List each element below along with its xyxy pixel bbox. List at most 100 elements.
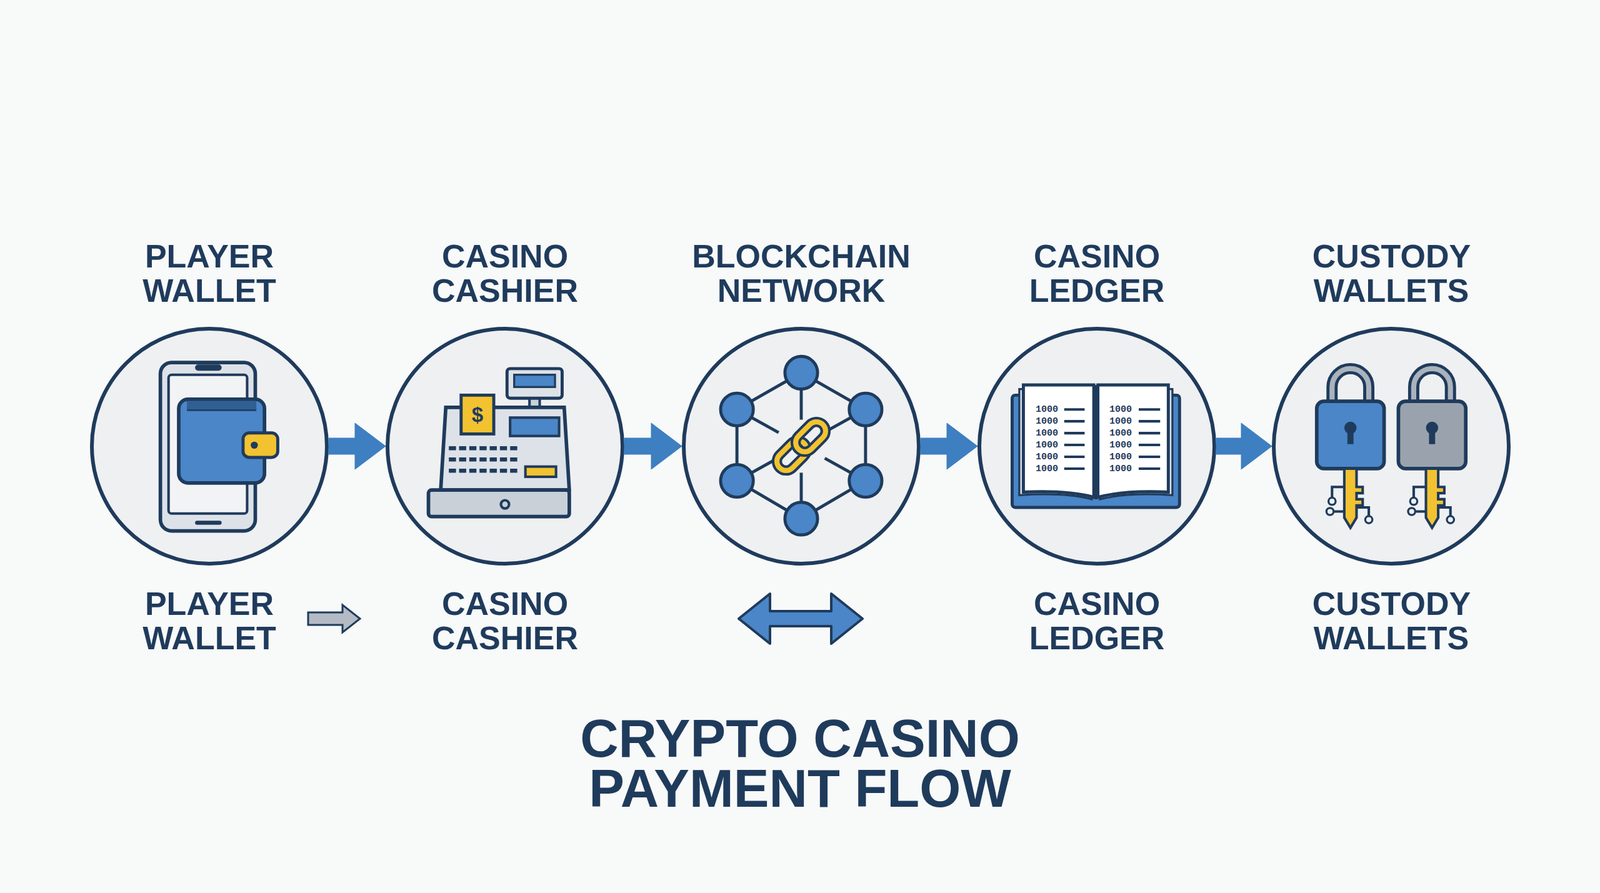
display-screen	[514, 375, 555, 388]
ledger-number: 1000	[1109, 440, 1132, 450]
network-dot	[720, 393, 754, 426]
node-heading: CASINO LEDGER	[1029, 239, 1165, 309]
lock-body	[1316, 401, 1385, 469]
network-links	[736, 372, 866, 519]
wallet-body	[178, 399, 265, 484]
ledger-number: 1000	[1109, 416, 1132, 427]
register-screen	[510, 417, 559, 436]
clasp-button	[250, 441, 258, 449]
flow-circle: CASINO LEDGER	[977, 326, 1217, 566]
flow-arrow	[1216, 423, 1272, 470]
stage-caption: PLAYER WALLET	[142, 586, 277, 656]
ledger-book-icon	[1011, 385, 1180, 508]
page-stack	[1019, 389, 1092, 500]
ledger-number: 1000	[1035, 428, 1059, 439]
diagram-title: CRYPTO CASINO PAYMENT FLOW	[518, 713, 1082, 814]
ledger-number: 1000	[1035, 440, 1059, 450]
right-page	[1098, 385, 1169, 498]
circle-outline	[1271, 326, 1511, 566]
circle-shape	[1273, 328, 1509, 564]
left-page	[1023, 385, 1094, 498]
network-dot	[785, 356, 818, 389]
book-cover	[1011, 395, 1180, 508]
circle-outline	[977, 326, 1217, 566]
stage-caption: CUSTODY WALLETS	[1312, 586, 1470, 656]
cash-drawer	[428, 490, 570, 517]
circle-shape	[387, 328, 623, 564]
ledger-number: 1000	[1109, 464, 1132, 474]
card-slot	[525, 466, 557, 477]
chain-link	[773, 418, 830, 475]
phone-notch	[195, 364, 222, 371]
key	[1426, 468, 1445, 529]
shackle	[1331, 368, 1369, 404]
wallet-band	[186, 401, 257, 410]
ledger-number: 1000	[1109, 452, 1132, 462]
ledger-number: 1000	[1035, 416, 1059, 427]
book-spine	[1094, 385, 1098, 500]
gray-arrow-symbol	[308, 605, 360, 633]
shackle	[1413, 368, 1451, 404]
register-display	[506, 368, 562, 399]
network-dot	[849, 464, 882, 497]
ledger-number: 1000	[1035, 405, 1059, 415]
phone-screen	[168, 375, 248, 514]
flow-arrow	[328, 423, 386, 470]
page-stack	[1100, 389, 1173, 500]
circuit-node	[1326, 508, 1334, 515]
keyhole	[1426, 421, 1439, 435]
circuit-node	[1328, 497, 1336, 505]
circuit-node	[1446, 516, 1454, 524]
keyhole	[1347, 430, 1354, 445]
flow-arrow	[920, 423, 978, 470]
key	[1344, 468, 1363, 529]
lock-body	[1398, 401, 1466, 469]
circuit-node	[1410, 497, 1417, 505]
ledger-number: 1000	[1109, 428, 1132, 439]
link-fill	[791, 418, 830, 456]
shackle-outline	[1331, 368, 1369, 404]
ledger-number: 1000	[1109, 405, 1132, 415]
flow-circle: CUSTODY WALLETS	[1271, 326, 1511, 566]
phone-home-bar	[196, 520, 220, 525]
phone-body	[160, 362, 256, 531]
link-outline	[773, 436, 811, 475]
register-body	[440, 407, 570, 490]
flow-circle: CASINO CASHIER	[385, 326, 625, 566]
link-fill	[773, 436, 811, 475]
circle-shape	[91, 328, 327, 564]
node-heading: CASINO CASHIER	[431, 239, 579, 309]
wallet-clasp	[243, 433, 279, 458]
circle-shape	[683, 328, 919, 564]
receipt	[461, 395, 494, 434]
network-dot	[785, 502, 818, 535]
circle-shape	[979, 328, 1215, 564]
double-arrow-symbol	[738, 593, 863, 644]
flow-circle: BLOCKCHAIN NETWORK	[681, 326, 921, 566]
stage-caption: CASINO CASHIER	[431, 586, 579, 656]
ledger-number: 1000	[1035, 464, 1059, 474]
circuit-node	[1365, 516, 1372, 524]
circle-outline	[681, 326, 921, 566]
ledger-number: 1000	[1035, 452, 1059, 462]
circuit-node	[1408, 508, 1415, 515]
node-heading: PLAYER WALLET	[142, 239, 277, 309]
shackle-outline	[1413, 368, 1451, 404]
price-symbol: $	[471, 404, 484, 425]
ledger-lines	[1064, 409, 1161, 469]
flow-arrow	[624, 423, 682, 470]
network-dot	[849, 393, 882, 426]
keyhole	[1428, 430, 1435, 445]
network-icon	[720, 356, 882, 535]
link-outline	[791, 418, 830, 456]
node-heading: BLOCKCHAIN NETWORK	[691, 239, 911, 309]
stage-caption: CASINO LEDGER	[1029, 586, 1165, 656]
circuit-trace	[1331, 486, 1369, 516]
wallet-phone-icon	[160, 362, 279, 531]
circle-outline	[385, 326, 625, 566]
chain-backdrop	[775, 420, 829, 474]
flow-circle: PLAYER WALLET	[90, 326, 329, 566]
register-keys	[448, 446, 517, 473]
keyhole	[1344, 421, 1357, 435]
